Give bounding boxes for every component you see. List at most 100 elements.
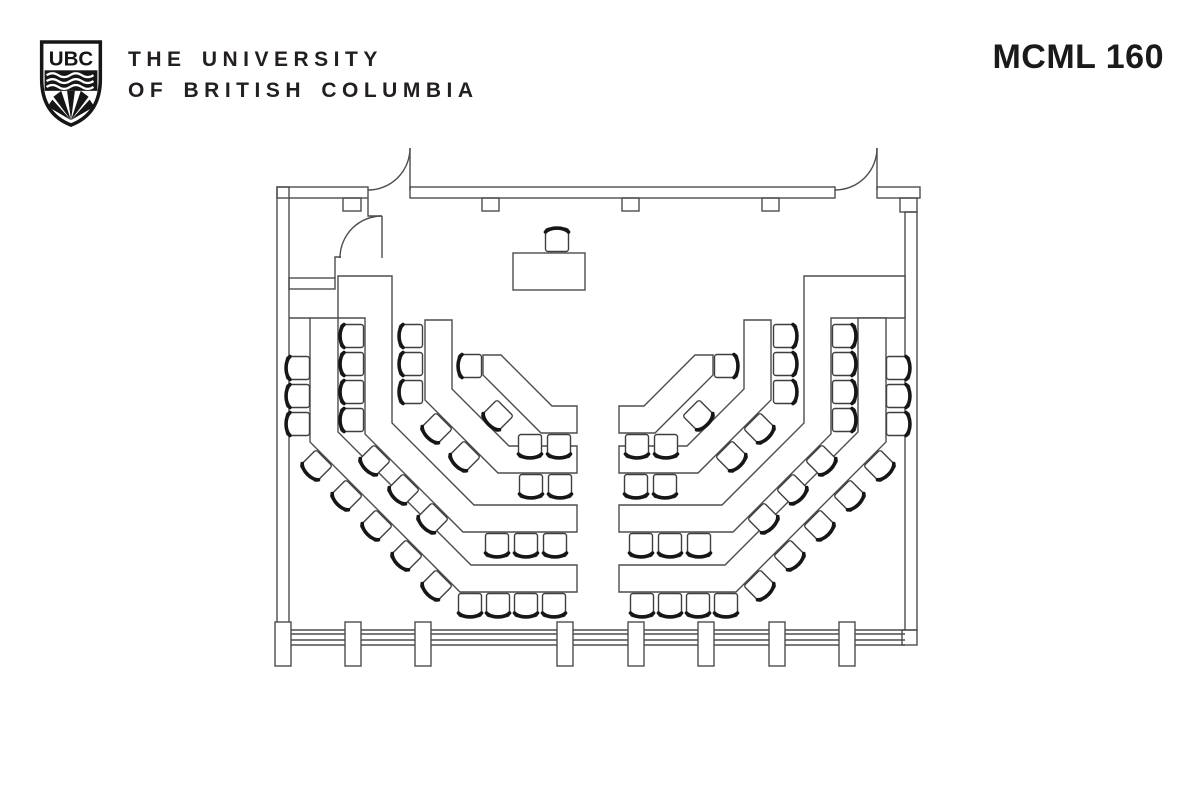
table-row-3-left xyxy=(337,275,578,533)
student-chair xyxy=(831,322,858,350)
student-chair xyxy=(420,413,452,445)
student-chair xyxy=(834,480,866,512)
student-chair xyxy=(656,592,684,619)
university-wordmark: THE UNIVERSITY OF BRITISH COLUMBIA xyxy=(128,44,478,106)
student-chair xyxy=(284,410,311,438)
student-chair xyxy=(481,400,513,432)
crest-monogram: UBC xyxy=(49,47,94,70)
student-chair xyxy=(338,378,365,406)
student-chair xyxy=(541,532,569,559)
student-chair xyxy=(652,433,680,460)
student-chair xyxy=(516,433,544,460)
student-chair xyxy=(774,540,806,572)
student-chair xyxy=(772,322,799,350)
student-chair xyxy=(772,378,799,406)
student-seating xyxy=(284,226,912,619)
pillar xyxy=(344,621,362,667)
student-chair xyxy=(651,473,679,500)
entrance-door-left xyxy=(367,147,411,191)
student-chair xyxy=(685,532,713,559)
student-tables xyxy=(309,275,906,593)
vestibule-wall-step xyxy=(334,256,341,278)
lectern-chair xyxy=(543,226,571,253)
lectern-table xyxy=(512,252,586,291)
student-chair xyxy=(684,592,712,619)
mullion xyxy=(481,197,500,212)
student-chair xyxy=(713,352,740,380)
student-chair xyxy=(748,503,780,535)
student-chair xyxy=(744,570,776,602)
table-row-1-right xyxy=(618,354,714,434)
pillar xyxy=(556,621,574,667)
student-chair xyxy=(397,322,424,350)
student-chair xyxy=(885,354,912,382)
university-name-line2: OF BRITISH COLUMBIA xyxy=(128,79,479,102)
student-chair xyxy=(416,503,448,535)
student-chair xyxy=(622,473,650,500)
lectern xyxy=(512,252,586,291)
student-chair xyxy=(864,450,896,482)
student-chair xyxy=(517,473,545,500)
student-chair xyxy=(512,532,540,559)
pillar xyxy=(627,621,645,667)
table-row-4-left xyxy=(309,317,578,593)
student-chair xyxy=(545,433,573,460)
student-chair xyxy=(390,540,422,572)
door-swing-arc xyxy=(367,147,411,191)
pillar xyxy=(838,621,856,667)
student-chair xyxy=(284,354,311,382)
student-chair xyxy=(358,445,390,477)
student-chair xyxy=(397,378,424,406)
student-chair xyxy=(338,350,365,378)
student-chair xyxy=(360,510,392,542)
student-chair xyxy=(831,378,858,406)
door-swing-arc xyxy=(339,215,383,259)
crest-waves xyxy=(45,72,95,90)
university-name-line1: THE UNIVERSITY xyxy=(128,48,383,71)
bottom-window-wall xyxy=(289,629,918,646)
student-chair xyxy=(540,592,568,619)
student-chair xyxy=(456,592,484,619)
student-chair xyxy=(420,570,452,602)
student-chair xyxy=(456,352,483,380)
student-chair xyxy=(623,433,651,460)
mullion xyxy=(761,197,780,212)
student-chair xyxy=(831,406,858,434)
table-row-2-right xyxy=(618,319,772,474)
right-wall-step xyxy=(899,197,918,213)
table-row-4-right xyxy=(618,317,887,593)
vestibule-door xyxy=(339,215,383,259)
pillar xyxy=(697,621,715,667)
student-chair xyxy=(656,532,684,559)
student-chair xyxy=(546,473,574,500)
student-chair xyxy=(712,592,740,619)
doors xyxy=(339,147,878,259)
mullion xyxy=(621,197,640,212)
student-chair xyxy=(777,474,809,506)
top-wall-right-segment xyxy=(876,186,921,199)
student-chair xyxy=(448,441,480,473)
entrance-door-right xyxy=(834,147,878,191)
student-chair xyxy=(772,350,799,378)
table-row-3-right-with-counter xyxy=(618,275,906,533)
student-chair xyxy=(683,400,715,432)
student-chair xyxy=(804,510,836,542)
pillar xyxy=(274,621,292,667)
student-chair xyxy=(512,592,540,619)
student-chair xyxy=(744,413,776,445)
top-wall-center-segment xyxy=(409,186,836,199)
student-chair xyxy=(831,350,858,378)
vestibule-door-jamb xyxy=(367,198,382,217)
student-chair xyxy=(338,322,365,350)
crest-rays xyxy=(47,90,95,121)
ubc-crest-logo: UBC xyxy=(39,40,103,127)
student-chair xyxy=(387,474,419,506)
top-wall-left-segment xyxy=(276,186,369,199)
room-label: MCML 160 xyxy=(992,38,1164,76)
pillar xyxy=(414,621,432,667)
student-chair xyxy=(330,480,362,512)
student-chair xyxy=(885,410,912,438)
student-chair xyxy=(716,441,748,473)
table-row-2-left xyxy=(424,319,578,474)
